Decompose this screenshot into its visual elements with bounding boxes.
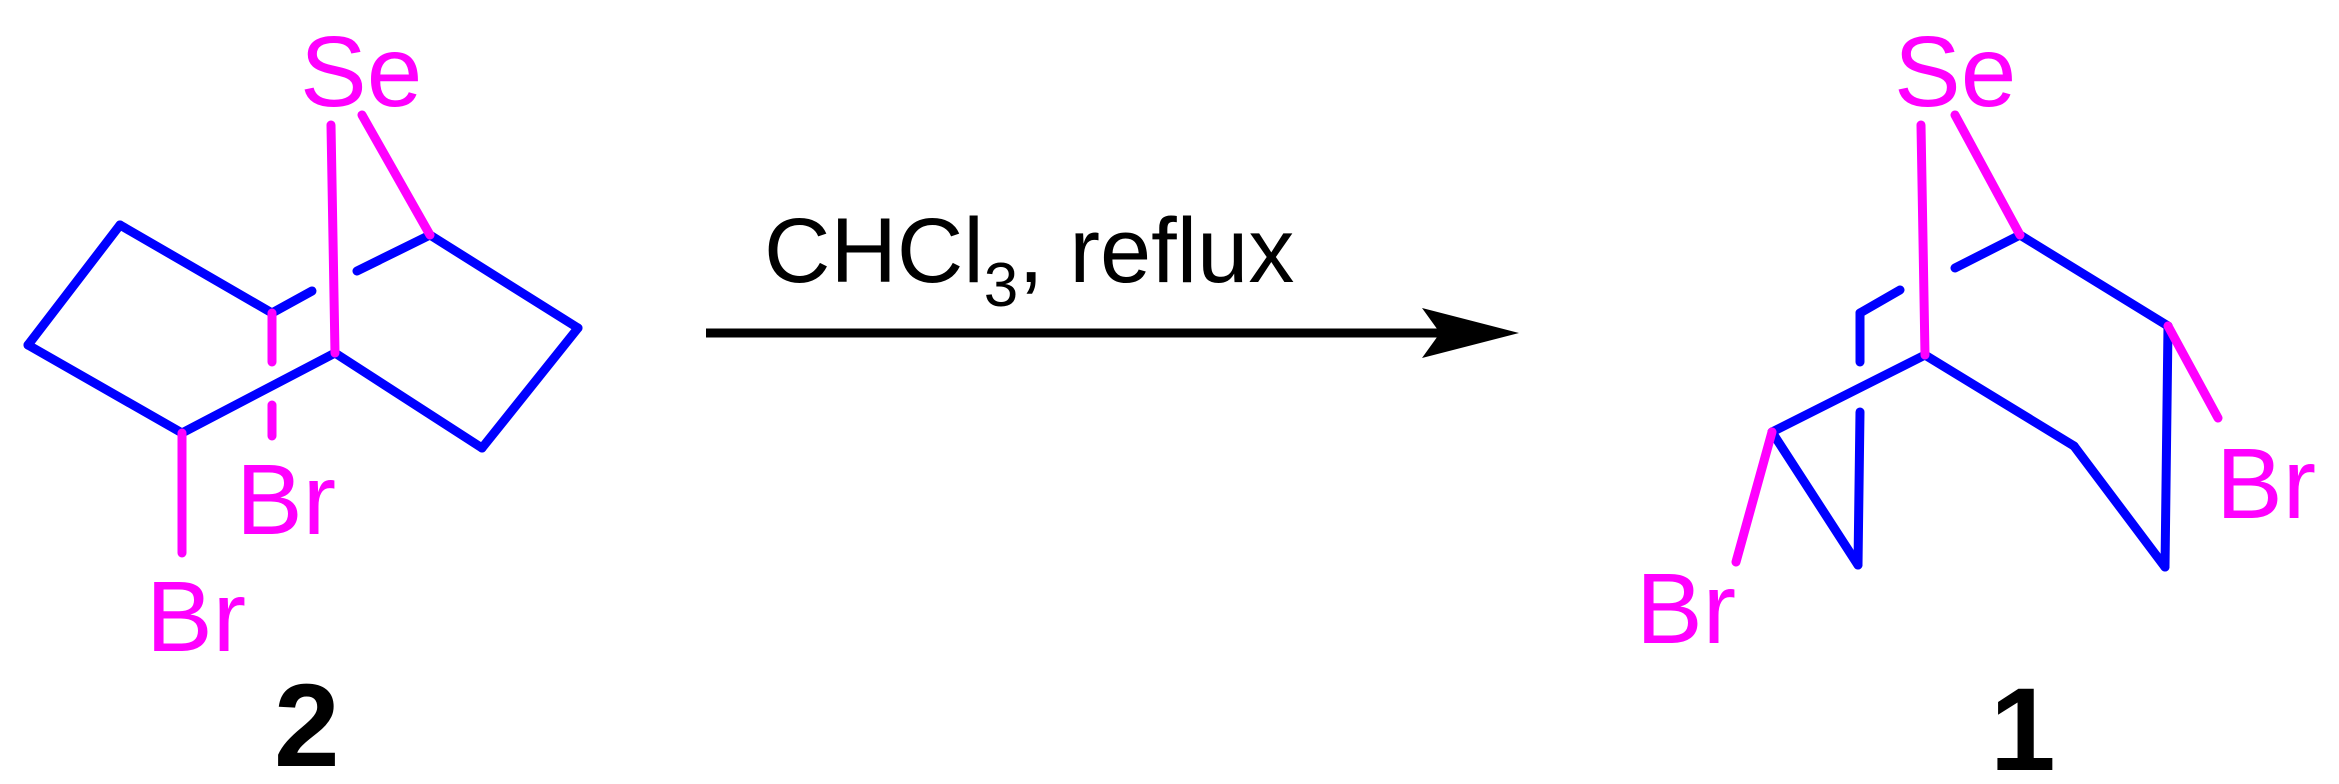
reactant-bond — [23, 340, 187, 438]
product-compound-label: 1 — [1990, 664, 2056, 784]
product-se-bond — [1950, 110, 2025, 240]
reaction-conditions: CHCl3, reflux — [764, 200, 1294, 320]
product-bond — [1855, 285, 1905, 318]
reactant-bond — [115, 220, 277, 318]
product-bond — [1767, 427, 1863, 570]
product-heteroatom-bonds — [1731, 110, 2223, 567]
reactant-se-bond — [326, 120, 340, 358]
reactant-bromine-atom: Br — [236, 444, 336, 556]
reactant-bond — [267, 286, 317, 318]
reactant-bond — [23, 220, 125, 350]
reactant-compound-label: 2 — [274, 660, 340, 784]
product-br-bond — [2163, 321, 2223, 423]
product-bond — [1920, 350, 2079, 451]
reactant-carbon-skeleton — [23, 220, 583, 453]
reaction-arrow: CHCl3, reflux — [706, 200, 1519, 358]
reactant-se-bond — [357, 110, 435, 240]
reactant-bond — [352, 230, 435, 276]
reactant-bond — [425, 230, 583, 333]
product-bond — [1767, 350, 1930, 437]
product-selenium-atom: Se — [1894, 16, 2016, 128]
product-bond — [1950, 230, 2025, 273]
product-se-bond — [1916, 120, 1930, 360]
reactant-bond — [177, 348, 340, 438]
product-bond — [2160, 321, 2173, 572]
product-structure: Se Br Br 1 — [1636, 16, 2316, 784]
arrow-head — [1422, 308, 1519, 358]
product-bond — [2015, 230, 2173, 331]
product-bromine-atom: Br — [2216, 428, 2316, 540]
reactant-structure: Se Br Br 2 — [23, 16, 583, 784]
product-carbon-skeleton — [1767, 230, 2173, 572]
reactant-selenium-atom: Se — [300, 16, 422, 128]
product-bond — [2069, 441, 2170, 572]
reactant-heteroatom-bonds — [177, 110, 435, 558]
reactant-bromine-atom: Br — [146, 561, 246, 673]
product-bond — [1853, 407, 1865, 570]
product-bromine-atom: Br — [1636, 553, 1736, 665]
reactant-bond — [330, 348, 487, 453]
reactant-bond — [477, 323, 583, 453]
product-br-bond — [1731, 427, 1777, 567]
